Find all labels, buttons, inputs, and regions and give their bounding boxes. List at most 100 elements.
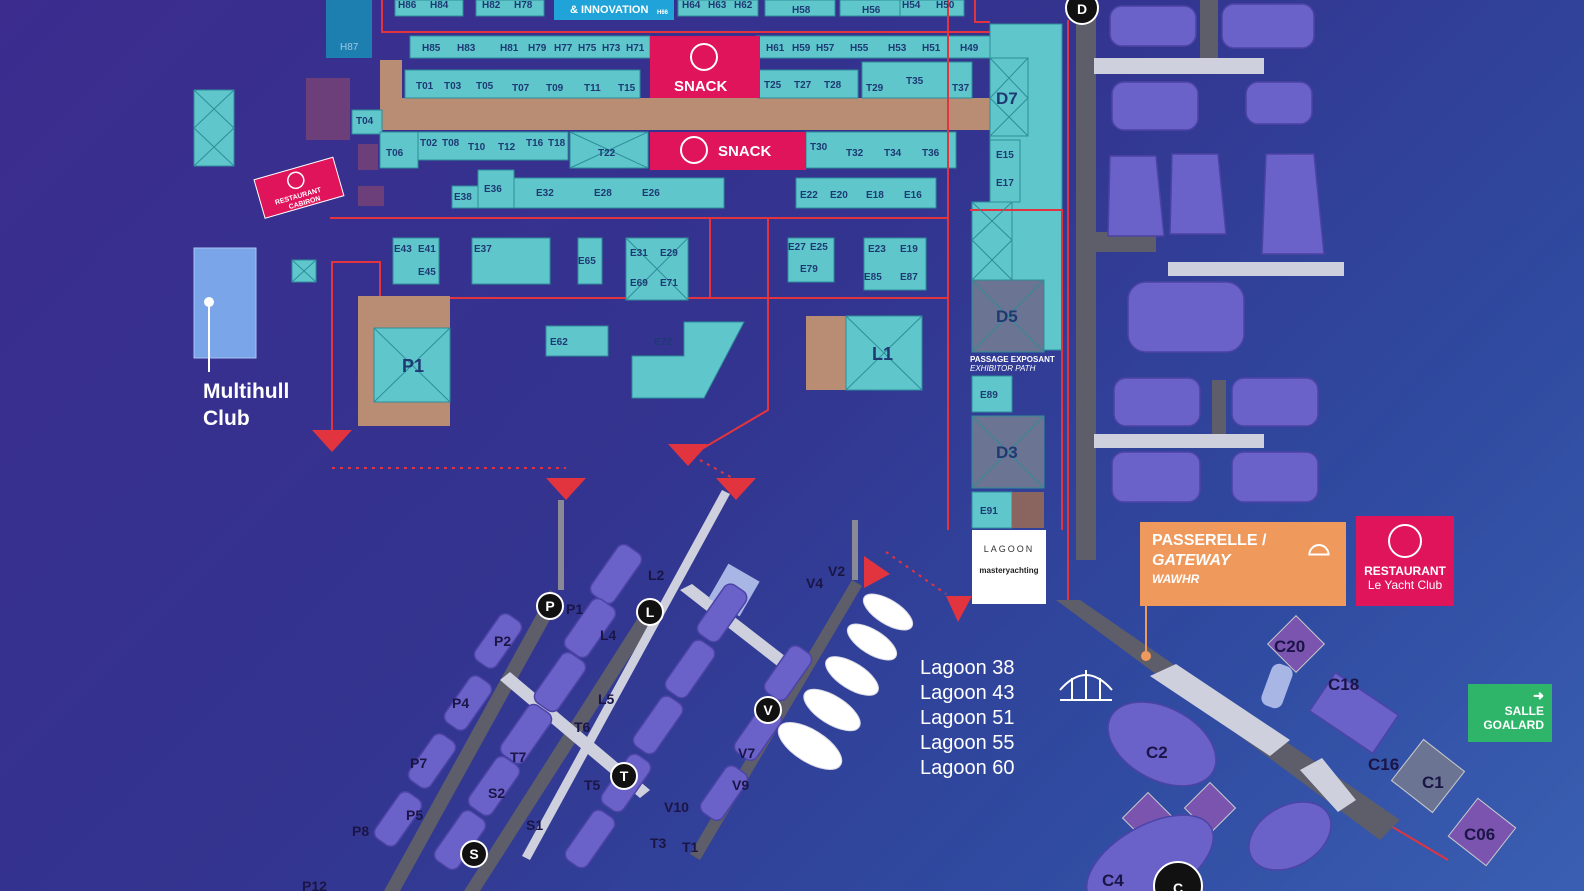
lagoon-model: Lagoon 55 [920, 732, 1015, 754]
stand-h77: H77 [554, 43, 573, 54]
berth-l4: L4 [600, 627, 617, 643]
passerelle-gateway-card[interactable]: PASSERELLE / GATEWAY WAWHR ⌓ [1140, 522, 1346, 606]
berth-c06: C06 [1464, 825, 1495, 844]
stand-e79: E79 [800, 264, 818, 275]
stand-t03: T03 [444, 81, 462, 92]
passage-exposant-label: PASSAGE EXPOSANT [970, 355, 1055, 364]
stand-e69: E69 [630, 278, 648, 289]
stand-e91: E91 [980, 506, 998, 517]
pontoon-marker-d [1065, 0, 1099, 25]
restaurant-icon [1388, 524, 1422, 558]
berth-p1: P1 [566, 601, 583, 617]
pontoon-marker-t [610, 762, 638, 790]
multihull-line2: Club [203, 407, 250, 430]
berth-t6: T6 [574, 719, 591, 735]
stand-t12: T12 [498, 142, 516, 153]
pontoon-letter-p: P [545, 598, 554, 614]
berth-l5: L5 [598, 691, 615, 707]
stand-e36: E36 [484, 184, 502, 195]
snack-label-top: SNACK [674, 78, 728, 95]
stand-e20: E20 [830, 190, 848, 201]
pontoon-letter-s: S [469, 846, 478, 862]
pontoon-marker-c [1153, 861, 1203, 891]
berth-t7: T7 [510, 749, 527, 765]
stand-t27: T27 [794, 80, 812, 91]
stand-h86: H86 [398, 0, 417, 11]
stand-h78: H78 [514, 0, 533, 11]
stand-h59: H59 [792, 43, 811, 54]
stand-h61: H61 [766, 43, 785, 54]
stand-h58: H58 [792, 5, 811, 16]
innovation-label: & INNOVATION [570, 4, 648, 16]
area-d7: D7 [996, 89, 1018, 108]
exhibitor-path-label: EXHIBITOR PATH [970, 364, 1036, 373]
stand-h63: H63 [708, 0, 727, 11]
stand-t36: T36 [922, 148, 940, 159]
stand-h71: H71 [626, 43, 645, 54]
stand-h75: H75 [578, 43, 597, 54]
stand-e62: E62 [550, 337, 568, 348]
berth-t1: T1 [682, 839, 699, 855]
stand-e43: E43 [394, 244, 412, 255]
passerelle-line3: WAWHR [1152, 572, 1200, 586]
stand-t37: T37 [952, 83, 970, 94]
lagoon-logo-card[interactable]: LAGOON masteryachting [972, 530, 1046, 604]
stand-t29: T29 [866, 83, 884, 94]
stand-t02: T02 [420, 138, 438, 149]
berth-s2: S2 [488, 785, 505, 801]
stand-t11: T11 [584, 83, 601, 94]
stand-t07: T07 [512, 83, 530, 94]
stand-e65: E65 [578, 256, 596, 267]
stand-e89: E89 [980, 390, 998, 401]
multihull-line1: Multihull [203, 380, 290, 403]
stand-e31: E31 [630, 248, 648, 259]
salle-goalard-card[interactable]: ➜ SALLE GOALARD [1468, 684, 1552, 742]
stand-t18: T18 [548, 138, 566, 149]
stand-e26: E26 [642, 188, 660, 199]
lower-left-pontoons [312, 430, 972, 891]
stand-h56: H56 [862, 5, 881, 16]
stand-e87: E87 [900, 272, 918, 283]
stand-e28: E28 [594, 188, 612, 199]
berth-s1: S1 [526, 817, 543, 833]
stand-t28: T28 [824, 80, 842, 91]
berth-p12: P12 [302, 878, 327, 891]
berth-t5: T5 [584, 777, 601, 793]
innovation-code: H66 [657, 10, 669, 16]
stand-e25: E25 [810, 242, 828, 253]
area-l1: L1 [872, 344, 893, 364]
stand-e38: E38 [454, 192, 472, 203]
stand-e41: E41 [418, 244, 436, 255]
berth-c2: C2 [1146, 743, 1168, 762]
stand-e19: E19 [900, 244, 918, 255]
berth-c4: C4 [1102, 871, 1124, 890]
stand-t34: T34 [884, 148, 902, 159]
stand-h87: H87 [340, 42, 359, 53]
passerelle-line2: GATEWAY [1152, 552, 1231, 569]
stand-t16: T16 [526, 138, 544, 149]
stand-e45: E45 [418, 267, 436, 278]
stand-t09: T09 [546, 83, 564, 94]
lagoon-model-list: Lagoon 38 Lagoon 43 Lagoon 51 Lagoon 55 … [920, 656, 1015, 781]
multihull-club-label: Multihull Club [203, 378, 289, 432]
stand-h73: H73 [602, 43, 621, 54]
stand-e16: E16 [904, 190, 922, 201]
stand-e29: E29 [660, 248, 678, 259]
pontoon-letter-t: T [620, 768, 629, 784]
berth-p2: P2 [494, 633, 511, 649]
stand-e17: E17 [996, 178, 1014, 189]
stand-e22: E22 [800, 190, 818, 201]
salle-goalard-line2: GOALARD [1483, 718, 1544, 732]
innovation-banner [554, 0, 674, 20]
pontoon-markers: D P L V T S C [460, 0, 1203, 891]
lagoon-model: Lagoon 43 [920, 682, 1015, 704]
arrow-right-icon: ➜ [1533, 688, 1544, 703]
berth-c16: C16 [1368, 755, 1399, 774]
stand-h79: H79 [528, 43, 547, 54]
stand-h82: H82 [482, 0, 501, 11]
hall-stands [193, 0, 1063, 530]
stand-t10: T10 [468, 142, 486, 153]
restaurant-yacht-club-card[interactable]: RESTAURANT Le Yacht Club [1356, 516, 1454, 606]
